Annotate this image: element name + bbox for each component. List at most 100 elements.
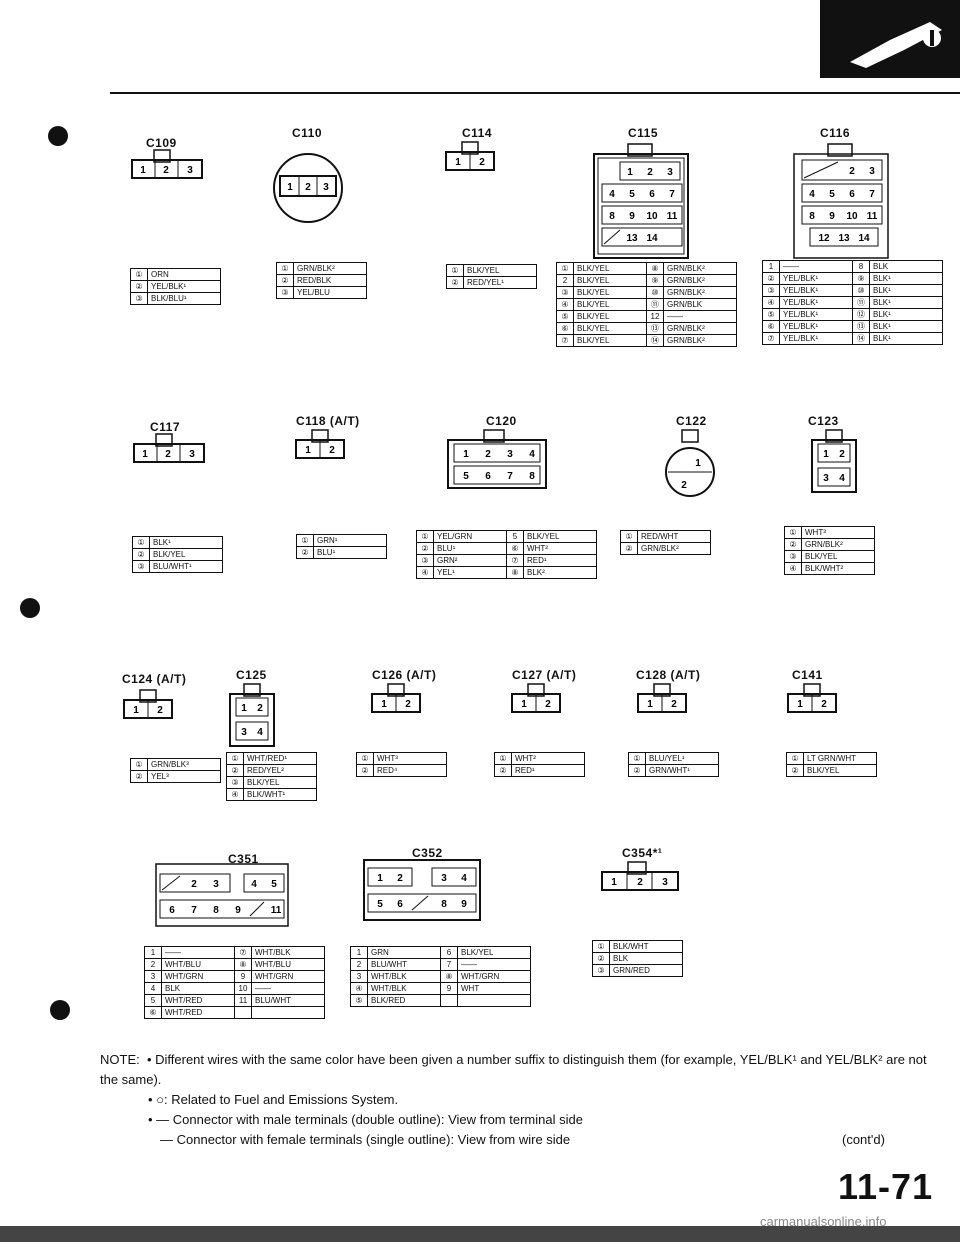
svg-text:4: 4: [839, 473, 845, 484]
pin-number: ④: [350, 982, 368, 995]
wire-color: GRN/BLK³: [147, 758, 221, 771]
svg-text:5: 5: [829, 189, 835, 200]
svg-text:7: 7: [507, 471, 513, 482]
wire-color: WHT/BLU: [161, 958, 235, 971]
wire-color: BLK/WHT: [609, 940, 683, 953]
svg-text:7: 7: [869, 189, 875, 200]
svg-text:3: 3: [241, 727, 247, 738]
svg-text:6: 6: [649, 189, 655, 200]
page-number: 11-71: [838, 1166, 934, 1207]
pin-number: ⑧: [506, 566, 524, 579]
svg-text:13: 13: [626, 233, 638, 244]
wire-color: YEL/GRN: [433, 530, 507, 543]
wire-color: BLK/YEL: [573, 274, 647, 287]
svg-text:2: 2: [191, 879, 197, 890]
pin-number: 2: [556, 274, 574, 287]
wire-color: GRN²: [433, 554, 507, 567]
wire-color: RED/BLK: [293, 274, 367, 287]
note-item-4: — Connector with female terminals (singl…: [160, 1132, 571, 1147]
pin-number: ⑥: [144, 1006, 162, 1019]
pin-number: ④: [784, 562, 802, 575]
pin-number: ②: [416, 542, 434, 555]
wire-color: GRN/BLK²: [637, 542, 711, 555]
pin-number: ①: [620, 530, 638, 543]
svg-text:14: 14: [646, 233, 658, 244]
pin-number: ②: [786, 764, 804, 777]
wire-color: WHT/RED¹: [243, 752, 317, 765]
wire-color: WHT/BLK: [367, 982, 441, 995]
svg-text:2: 2: [305, 182, 311, 193]
connector-label-c109: C109: [146, 136, 177, 150]
connector-label-c124: C124 (A/T): [122, 672, 187, 686]
pin-number: ②: [276, 274, 294, 287]
svg-text:3: 3: [323, 182, 329, 193]
wire-color: BLK²: [523, 566, 597, 579]
connector-label-c127: C127 (A/T): [512, 668, 577, 682]
pin-number: 2: [350, 958, 368, 971]
connector-label-c126: C126 (A/T): [372, 668, 437, 682]
wire-color: ——: [779, 260, 853, 273]
connector-c128-face: 1 2: [637, 683, 687, 713]
pin-number: ⑥: [506, 542, 524, 555]
wire-color: ORN: [147, 268, 221, 281]
wire-color: BLK/YEL: [573, 298, 647, 311]
pin-number: ②: [592, 952, 610, 965]
svg-text:2: 2: [405, 699, 411, 710]
svg-text:13: 13: [838, 233, 850, 244]
connector-c141-face: 1 2: [787, 683, 837, 713]
wire-color: RED¹: [511, 764, 585, 777]
wire-color: BLK¹: [869, 296, 943, 309]
connector-label-c110: C110: [292, 126, 323, 140]
pin-number: ①: [784, 526, 802, 539]
pin-number: 1: [762, 260, 780, 273]
wire-color: WHT/BLU: [251, 958, 325, 971]
svg-text:9: 9: [829, 211, 835, 222]
svg-text:1: 1: [287, 182, 293, 193]
wire-color: WHT/BLK: [367, 970, 441, 983]
wire-color: ——: [663, 310, 737, 323]
connector-label-c351: C351: [228, 852, 259, 866]
connector-c110-face: 1 2 3: [273, 153, 343, 223]
svg-text:2: 2: [681, 480, 687, 491]
wire-color: GRN/WHT¹: [645, 764, 719, 777]
pin-number: ⑩: [852, 284, 870, 297]
pin-number: ⑦: [506, 554, 524, 567]
pin-number: ①: [276, 262, 294, 275]
svg-text:2: 2: [397, 873, 403, 884]
pin-number: 5: [144, 994, 162, 1007]
bullet-dot: [48, 126, 68, 146]
pin-number: ②: [784, 538, 802, 551]
connector-c109-face: 1 2 3: [131, 149, 203, 179]
wire-color: LT GRN/WHT: [803, 752, 877, 765]
wire-color: YEL/BLK¹: [779, 296, 853, 309]
wire-color: GRN: [367, 946, 441, 959]
svg-text:1: 1: [695, 458, 701, 469]
wire-color: BLU/WHT¹: [149, 560, 223, 573]
pin-number: ⑦: [234, 946, 252, 959]
connector-c114-face: 1 2: [445, 141, 495, 171]
pin-number: ③: [226, 776, 244, 789]
wire-color: BLK/YEL: [801, 550, 875, 563]
pin-number: ③: [762, 284, 780, 297]
